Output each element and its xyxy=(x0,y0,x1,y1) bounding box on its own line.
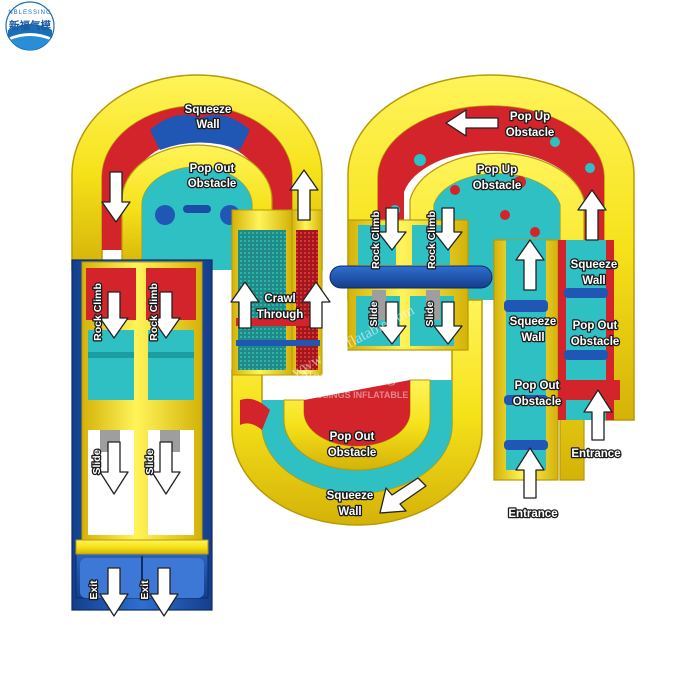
label-squeeze-wall-top-2: Wall xyxy=(196,119,219,131)
label-exit-1: Exit xyxy=(88,580,100,600)
label-pop-out-obstacle-right-inner: Pop Out xyxy=(515,380,560,392)
label-pop-out-obstacle-top-2: Obstacle xyxy=(188,178,237,190)
arrow-down-icon xyxy=(377,207,407,251)
label-pop-up-obstacle-inner-2: Obstacle xyxy=(473,180,522,192)
label-squeeze-wall-bottom-2: Wall xyxy=(338,506,361,518)
arrow-down-icon xyxy=(433,301,463,345)
arrow-up-icon xyxy=(301,281,331,329)
arrow-down-icon xyxy=(99,567,129,617)
middle-climb-slide xyxy=(329,219,493,351)
watermark-name: New Blessing xyxy=(301,367,396,386)
label-rock-climb-left-1: Rock Climb xyxy=(92,283,104,341)
label-slide-mid-2: Slide xyxy=(424,301,436,326)
label-slide-left-1: Slide xyxy=(91,449,103,474)
direction-arrows xyxy=(99,109,613,617)
arrow-down-left-icon xyxy=(379,477,427,514)
arrow-down-icon xyxy=(151,291,181,339)
right-entrance-lanes xyxy=(493,239,620,481)
arrow-down-icon xyxy=(101,171,131,223)
left-exit-lanes xyxy=(71,259,213,611)
arrow-up-icon xyxy=(230,281,260,329)
label-pop-out-obstacle-bottom: Pop Out xyxy=(330,431,375,443)
label-rock-climb-left-2: Rock Climb xyxy=(148,283,160,341)
label-pop-up-obstacle-inner: Pop Up xyxy=(477,164,517,176)
watermark-tagline: BLUE BLESSINGS INFLATABLE xyxy=(272,390,409,400)
label-slide-left-2: Slide xyxy=(144,449,156,474)
logo-brand-cn: 新福气模 xyxy=(9,19,51,32)
arrow-up-icon xyxy=(515,447,545,499)
arrow-down-icon xyxy=(99,291,129,339)
arrow-down-icon xyxy=(151,441,181,495)
arrow-down-icon xyxy=(433,207,463,251)
label-entrance-right: Entrance xyxy=(571,448,620,460)
label-pop-out-obstacle-right-inner-2: Obstacle xyxy=(513,396,562,408)
label-entrance-bottom: Entrance xyxy=(508,508,557,520)
label-pop-out-obstacle-right: Pop Out xyxy=(573,320,618,332)
label-squeeze-wall-right-inner-2: Wall xyxy=(521,332,544,344)
arrow-up-icon xyxy=(583,389,613,441)
label-crawl-through: Crawl xyxy=(264,293,295,305)
arrow-up-icon xyxy=(289,169,319,221)
label-pop-out-obstacle-right-2: Obstacle xyxy=(571,336,620,348)
label-pop-up-obstacle-top: Pop Up xyxy=(510,111,550,123)
arrow-down-icon xyxy=(377,301,407,345)
labels: Squeeze Wall Pop Out Obstacle Pop Up Obs… xyxy=(87,103,622,601)
label-crawl-through-2: Through xyxy=(257,309,304,321)
left-arch xyxy=(71,74,323,271)
arrow-down-icon xyxy=(149,567,179,617)
label-squeeze-wall-right-outer-2: Wall xyxy=(582,275,605,287)
arrow-down-icon xyxy=(99,441,129,495)
arrow-left-icon xyxy=(445,109,499,137)
brand-logo: NBLESSING 新福气模 xyxy=(5,1,55,51)
arrow-up-icon xyxy=(515,239,545,291)
label-squeeze-wall-top: Squeeze xyxy=(185,104,232,116)
label-rock-climb-mid-1: Rock Climb xyxy=(370,211,382,269)
label-squeeze-wall-bottom: Squeeze xyxy=(327,490,374,502)
label-pop-up-obstacle-top-2: Obstacle xyxy=(506,127,555,139)
label-slide-mid-1: Slide xyxy=(368,301,380,326)
label-squeeze-wall-right-outer: Squeeze xyxy=(571,259,618,271)
label-pop-out-obstacle-bottom-2: Obstacle xyxy=(328,447,377,459)
logo-brand-en: NBLESSING xyxy=(8,10,51,16)
arrow-up-icon xyxy=(577,189,607,241)
label-squeeze-wall-right-inner: Squeeze xyxy=(510,316,557,328)
label-rock-climb-mid-2: Rock Climb xyxy=(426,211,438,269)
label-exit-2: Exit xyxy=(139,580,151,600)
label-pop-out-obstacle-top: Pop Out xyxy=(190,163,235,175)
